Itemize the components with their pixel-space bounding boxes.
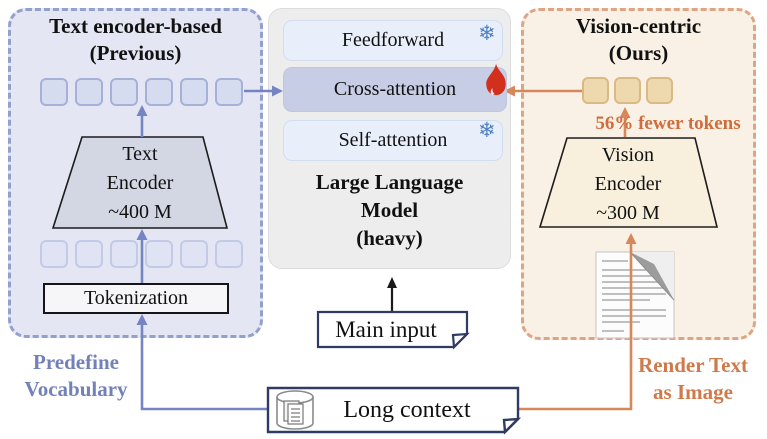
vision-encoder-label: Vision Encoder ~300 M [548,141,708,228]
left-panel-title: Text encoder-based (Previous) [8,13,263,67]
text-token-row-input [40,240,243,268]
long-context-text: Long context [343,396,471,423]
vision-encoder-line1: Vision [601,144,655,166]
token [180,240,208,268]
text-token-row-output [40,78,243,106]
token [180,78,208,106]
predefine-vocabulary-caption: Predefine Vocabulary [6,349,146,403]
render-text-caption: Render Text as Image [622,352,764,406]
right-panel-title: Vision-centric (Ours) [521,13,756,67]
self-attention-layer: Self-attention [283,120,503,161]
text-encoder-line2: Encoder [106,172,174,194]
vision-encoder-line2: Encoder [594,173,662,195]
llm-line2: Model [360,198,419,222]
predefine-line2: Vocabulary [24,377,128,401]
token [75,240,103,268]
token [646,77,673,104]
tokenization-box: Tokenization [43,283,229,314]
database-docs-icon [276,390,314,430]
feedforward-label: Feedforward [341,29,445,51]
token-reduction-text: 56% fewer tokens [595,113,741,134]
main-input-text: Main input [335,316,437,342]
long-context-label: Long context [316,390,498,430]
vision-encoder-line3: ~300 M [596,202,660,224]
token [110,78,138,106]
main-input-label: Main input [318,313,454,346]
snowflake-icon: ❄ [478,118,496,142]
llm-label: Large Language Model (heavy) [268,168,511,252]
self-attention-label: Self-attention [338,129,448,151]
left-panel-title-line2: (Previous) [89,41,182,65]
token [614,77,641,104]
token-reduction-note: 56% fewer tokens [578,113,758,135]
token [110,240,138,268]
token [582,77,609,104]
token [145,78,173,106]
token [215,78,243,106]
left-panel-title-line1: Text encoder-based [49,14,222,38]
render-text-line2: as Image [653,380,733,404]
tokenization-label: Tokenization [83,287,189,309]
main-input-arrow [387,277,397,311]
token [40,78,68,106]
llm-line3: (heavy) [356,226,423,250]
llm-line1: Large Language [315,170,464,194]
text-encoder-line1: Text [122,143,158,165]
vision-token-row [582,77,673,104]
right-panel-title-line2: (Ours) [608,41,669,65]
cross-attention-layer: Cross-attention [283,67,507,112]
feedforward-layer: Feedforward [283,20,503,61]
text-encoder-label: Text Encoder ~400 M [60,140,220,227]
snowflake-icon: ❄ [478,21,496,45]
cross-attention-label: Cross-attention [333,78,457,100]
text-encoder-line3: ~400 M [108,201,172,223]
right-panel-title-line1: Vision-centric [575,14,702,38]
render-text-line1: Render Text [638,353,748,377]
token [145,240,173,268]
token [40,240,68,268]
token [215,240,243,268]
flame-icon [486,63,506,96]
token [75,78,103,106]
predefine-line1: Predefine [33,350,119,374]
